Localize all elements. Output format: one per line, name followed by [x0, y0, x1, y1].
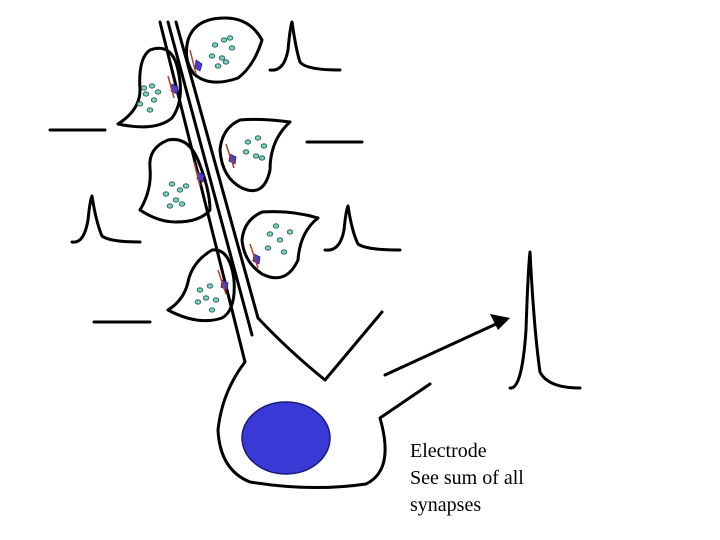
vesicle — [202, 295, 210, 301]
trace-spike-right — [323, 204, 402, 252]
vesicle — [140, 85, 148, 91]
vesicle — [222, 59, 230, 65]
caption-line-3: synapses — [410, 494, 482, 516]
vesicle — [196, 287, 204, 293]
vesicle — [146, 107, 154, 113]
terminal-5 — [240, 210, 320, 280]
dendrite-line-right — [174, 20, 384, 382]
vesicle — [136, 101, 144, 107]
vesicle — [168, 181, 176, 187]
vesicle — [166, 203, 174, 209]
vesicle — [226, 35, 234, 41]
vesicle — [172, 197, 180, 203]
vesicle — [272, 223, 280, 229]
vesicle — [266, 231, 274, 237]
cleft-2 — [167, 75, 175, 99]
vesicle — [182, 183, 190, 189]
receptor-1 — [194, 59, 203, 72]
terminal-1 — [185, 16, 264, 84]
arrow-head — [490, 314, 510, 330]
cleft-1 — [189, 49, 197, 75]
vesicle — [242, 149, 250, 155]
vesicle — [150, 97, 158, 103]
vesicle — [162, 191, 170, 197]
vesicle — [148, 83, 156, 89]
terminal-2 — [116, 46, 182, 129]
vesicle — [214, 63, 222, 69]
vesicle — [220, 37, 228, 43]
trace-spike-top — [268, 20, 342, 72]
dendrite-line-mid — [166, 20, 254, 337]
vesicle — [178, 201, 186, 207]
terminal-3 — [218, 117, 292, 193]
caption-line-2: See sum of all — [410, 467, 524, 489]
vesicle — [208, 307, 216, 313]
vesicle — [258, 155, 266, 161]
vesicle — [280, 249, 288, 255]
cleft-6 — [217, 269, 227, 295]
vesicle — [206, 283, 214, 289]
synaptic-terminals — [116, 16, 320, 323]
caption-line-1: Electrode — [410, 440, 487, 462]
vesicle — [228, 45, 236, 51]
trace-spike-output — [508, 250, 582, 390]
vesicle — [176, 187, 184, 193]
terminal-4 — [138, 137, 212, 224]
trace-spike-left — [70, 194, 142, 244]
vesicle — [264, 245, 272, 251]
vesicle — [211, 42, 219, 48]
arrow-shaft — [383, 322, 498, 377]
terminal-6 — [166, 248, 236, 323]
nucleus — [241, 401, 331, 475]
vesicle — [154, 89, 162, 95]
vesicle — [212, 297, 220, 303]
traces — [48, 20, 582, 390]
vesicle — [276, 237, 284, 243]
vesicle — [244, 139, 252, 145]
vesicle — [260, 143, 268, 149]
vesicles — [136, 35, 294, 313]
cleft-3 — [225, 143, 235, 169]
electrode-arrow — [383, 314, 510, 377]
vesicle — [254, 135, 262, 141]
vesicle — [194, 299, 202, 305]
cleft-5 — [249, 243, 259, 269]
vesicle — [218, 55, 226, 61]
vesicle — [208, 53, 216, 59]
electrode-caption: Electrode See sum of all synapses — [410, 438, 670, 519]
synaptic-clefts — [167, 49, 259, 295]
cleft-4 — [193, 161, 201, 187]
vesicle — [286, 229, 294, 235]
vesicle — [252, 153, 260, 159]
cell-body-outline — [216, 360, 432, 490]
vesicle — [142, 91, 150, 97]
